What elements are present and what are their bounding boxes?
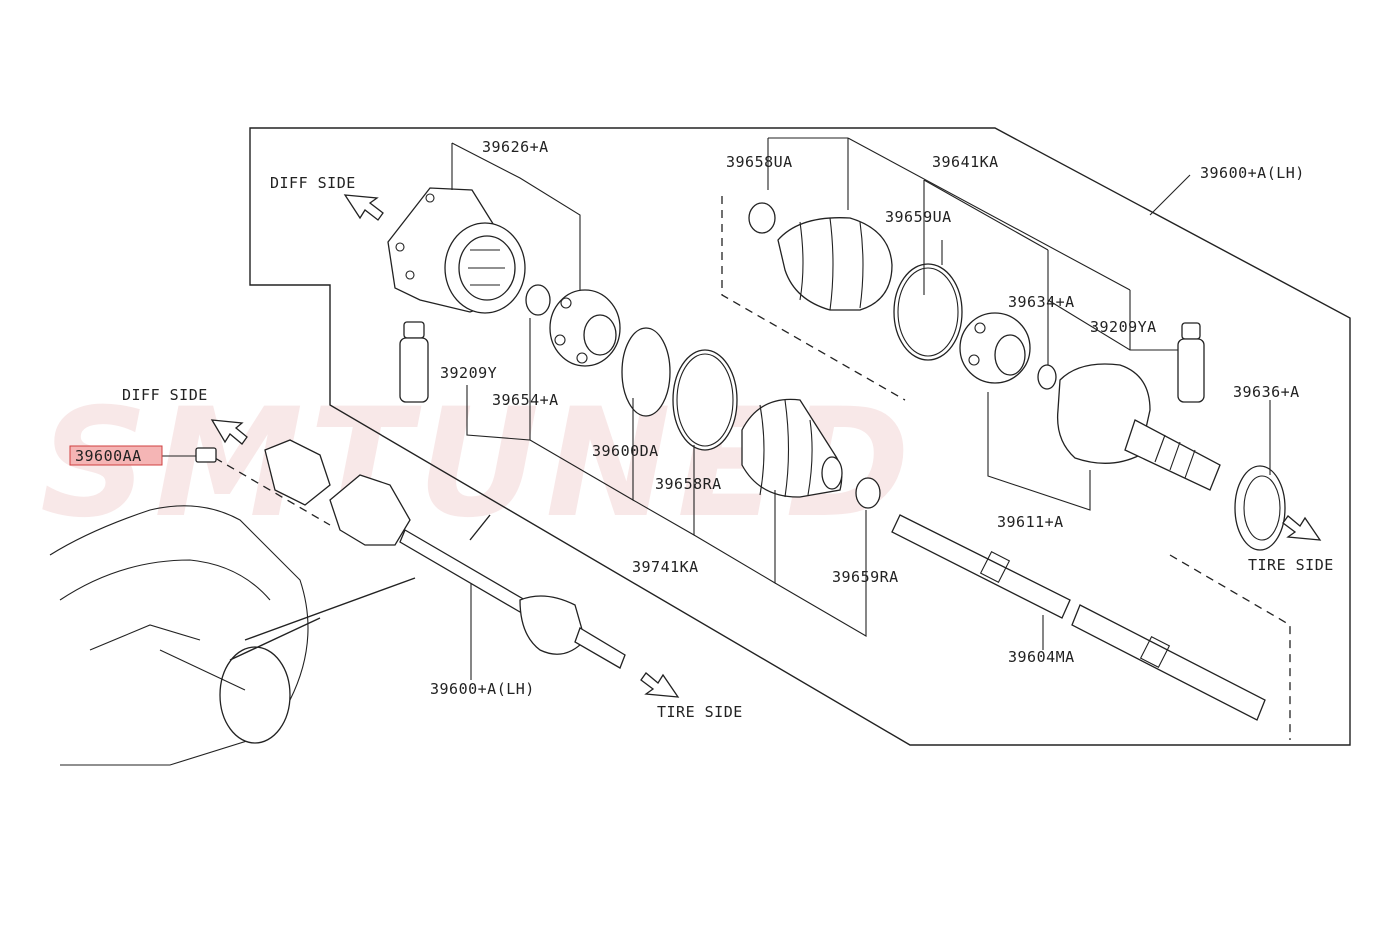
vehicle-outline [49, 505, 491, 766]
label-39626: 39626+A [482, 138, 549, 156]
label-39209y: 39209Y [440, 364, 497, 382]
label-39600-lh-bottom: 39600+A(LH) [430, 680, 535, 698]
label-39600da: 39600DA [592, 442, 659, 460]
label-39658ra: 39658RA [655, 475, 722, 493]
shaft-39604ma [891, 514, 1266, 721]
label-39604ma: 39604MA [1008, 648, 1075, 666]
diff-side-arrow-small [210, 419, 248, 445]
leader-lines [160, 137, 1271, 680]
band-39659ua-inner [897, 267, 959, 357]
highlight-39600aa [69, 445, 163, 466]
label-39600aa: 39600AA [75, 447, 142, 465]
label-tire-side-main: TIRE SIDE [1248, 556, 1334, 574]
label-39658ua: 39658UA [726, 153, 793, 171]
label-39654: 39654+A [492, 391, 559, 409]
inner-cv-housing [387, 187, 526, 314]
band-39659ua [893, 263, 963, 361]
dust-shield-39636-inner [1243, 475, 1281, 541]
outer-joint-cage [959, 312, 1031, 384]
outer-cv-housing [1056, 363, 1221, 491]
label-39611: 39611+A [997, 513, 1064, 531]
boot-39741ka [741, 398, 843, 498]
tire-side-arrow-main [1282, 515, 1322, 541]
snap-ring-39611 [1037, 364, 1057, 390]
inner-boot-dashed-box [721, 196, 906, 401]
label-39659ua: 39659UA [885, 208, 952, 226]
label-diff-side-main: DIFF SIDE [270, 174, 356, 192]
dust-shield-39636 [1234, 465, 1286, 551]
band-39658ra-inner [676, 353, 734, 447]
label-39659ra: 39659RA [832, 568, 899, 586]
grease-tube-39209ya [1177, 322, 1205, 403]
boot-39641ka [777, 217, 893, 311]
diff-side-arrow-main [343, 194, 384, 221]
label-39741ka: 39741KA [632, 558, 699, 576]
label-diff-side-small: DIFF SIDE [122, 386, 208, 404]
label-39636: 39636+A [1233, 383, 1300, 401]
band-39659ra [855, 477, 881, 509]
label-39209ya: 39209YA [1090, 318, 1157, 336]
assembled-driveshaft [195, 439, 626, 669]
band-39658ra [672, 349, 738, 451]
band-39658ua [748, 202, 776, 234]
label-39634: 39634+A [1008, 293, 1075, 311]
band-39600da [621, 327, 671, 417]
tripod-bearing [549, 289, 621, 367]
shaft-dashed-box [1169, 554, 1291, 740]
label-39641ka: 39641KA [932, 153, 999, 171]
diagram-boundary [249, 127, 1351, 746]
bolt-39600aa [195, 447, 217, 463]
label-39600-lh-top: 39600+A(LH) [1200, 164, 1305, 182]
tire-side-arrow-small [640, 672, 680, 698]
label-tire-side-small: TIRE SIDE [657, 703, 743, 721]
grease-tube-39209y [399, 321, 429, 403]
snap-ring-39654 [525, 284, 551, 316]
